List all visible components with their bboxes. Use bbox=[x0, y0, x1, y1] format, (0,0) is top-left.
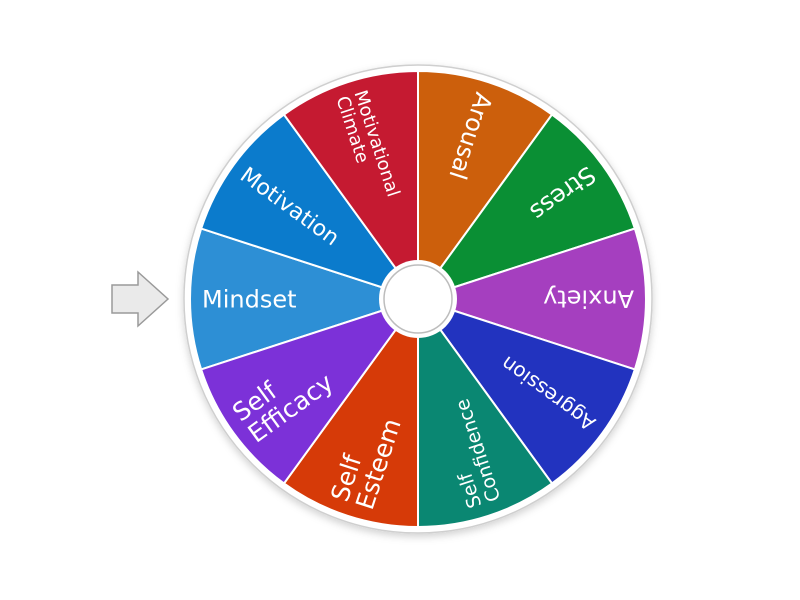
wheel-segment-label-line: Mindset bbox=[202, 285, 297, 313]
wheel-hub-ring bbox=[383, 264, 453, 334]
wheel-segment bbox=[189, 227, 422, 371]
wheel-segment bbox=[282, 69, 419, 303]
wheel-segment bbox=[415, 113, 637, 301]
wheel-segment bbox=[282, 295, 419, 529]
wheel-segment-label: Mindset bbox=[202, 285, 297, 313]
wheel-segment bbox=[415, 297, 637, 485]
wheel-segment-label-line: Anxiety bbox=[543, 285, 634, 313]
wheel-segment bbox=[414, 227, 647, 371]
wheel-segment bbox=[199, 113, 421, 301]
wheel-segment-label: Anxiety bbox=[543, 285, 634, 313]
wheel-segment bbox=[199, 297, 421, 485]
wheel-segment bbox=[417, 69, 554, 303]
wheel-segment bbox=[417, 295, 554, 529]
pointer-arrow-icon bbox=[111, 270, 170, 328]
